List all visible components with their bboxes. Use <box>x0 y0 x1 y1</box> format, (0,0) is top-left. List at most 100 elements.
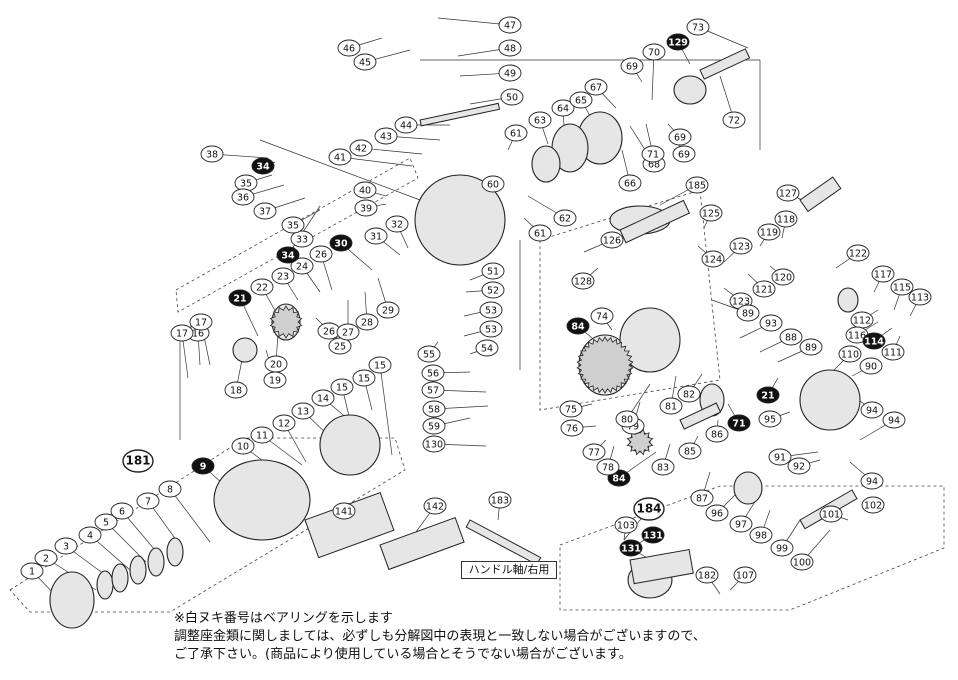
callout-21: 21 <box>756 386 780 404</box>
bail-wire-50 <box>419 102 501 127</box>
callout-number: 75 <box>565 405 577 416</box>
callout-bubble <box>668 128 692 146</box>
callout-number: 43 <box>380 132 392 143</box>
callout-number: 14 <box>317 394 329 405</box>
callout-bubble <box>727 414 751 432</box>
callout-bubble <box>677 385 701 403</box>
washer-note-continued: ご了承下さい。(商品により使用している場合とそうでない場合がございます。 <box>174 647 632 662</box>
callout-57: 57 <box>421 381 445 399</box>
callout-number: 92 <box>793 462 805 473</box>
callout-number: 65 <box>575 96 587 107</box>
callout-number: 53 <box>485 325 497 336</box>
main-gear-teeth <box>576 336 634 394</box>
callout-number: 94 <box>866 406 878 417</box>
callout-bubble <box>364 227 388 245</box>
callout-bubble <box>290 230 314 248</box>
callout-bubble <box>666 33 690 51</box>
callout-86: 86 <box>705 425 729 443</box>
callout-bubble <box>337 39 361 57</box>
callout-number: 82 <box>683 390 695 401</box>
callout-number: 22 <box>256 283 268 294</box>
callout-bubble <box>615 410 639 428</box>
callout-number: 39 <box>360 204 372 215</box>
callout-43: 43 <box>374 127 398 145</box>
callout-60: 60 <box>481 175 505 193</box>
bearing-note: ※白ヌキ番号はベアリングを示します <box>174 611 393 626</box>
callout-number: 67 <box>590 83 602 94</box>
callout-bubble <box>705 504 729 522</box>
callout-bubble <box>699 204 723 222</box>
callout-number: 94 <box>866 477 878 488</box>
callout-121: 121 <box>752 280 776 298</box>
body-stem-185 <box>619 199 691 244</box>
callout-78: 78 <box>596 458 620 476</box>
callout-bubble <box>479 320 503 338</box>
callout-number: 123 <box>732 242 750 253</box>
callout-40: 40 <box>353 181 377 199</box>
callout-bubble <box>328 148 352 166</box>
callout-36: 36 <box>231 188 255 206</box>
callout-bubble <box>352 369 376 387</box>
callout-number: 29 <box>382 306 394 317</box>
callout-45: 45 <box>353 53 377 71</box>
callout-number: 89 <box>805 343 817 354</box>
callout-bubble <box>498 64 522 82</box>
callout-number: 76 <box>566 424 578 435</box>
callout-bubble <box>421 364 445 382</box>
callout-99: 99 <box>770 539 794 557</box>
callout-number: 41 <box>334 153 346 164</box>
callout-90: 90 <box>859 357 883 375</box>
callout-bubble <box>758 410 782 428</box>
callout-number: 128 <box>574 277 592 288</box>
callout-number: 77 <box>588 448 600 459</box>
callout-number: 126 <box>603 236 621 247</box>
callout-number: 81 <box>665 402 677 413</box>
callout-bubble <box>231 437 255 455</box>
callout-bubble <box>54 537 78 555</box>
callout-100: 100 <box>790 553 814 571</box>
callout-number: 91 <box>774 453 786 464</box>
callout-bubble <box>291 402 315 420</box>
callout-bubble <box>566 317 590 335</box>
callout-bubble <box>890 278 914 296</box>
part-illustrations <box>49 48 861 629</box>
callout-34: 34 <box>251 157 275 175</box>
callout-number: 61 <box>534 229 546 240</box>
leader-line <box>437 17 511 26</box>
callout-number: 99 <box>776 544 788 555</box>
callout-bubble <box>170 324 194 342</box>
callout-14: 14 <box>311 389 335 407</box>
callout-number: 53 <box>485 306 497 317</box>
callout-number: 93 <box>765 319 777 330</box>
spool-skirt-cover <box>319 414 381 476</box>
callout-112: 112 <box>850 311 874 329</box>
callout-35: 35 <box>234 174 258 192</box>
callout-35: 35 <box>281 216 305 234</box>
spool-washer-stack-5 <box>147 547 165 577</box>
callout-111: 111 <box>881 343 905 361</box>
callout-113: 113 <box>908 288 932 306</box>
callout-number: 63 <box>534 116 546 127</box>
callout-number: 25 <box>334 342 346 353</box>
callout-114: 114 <box>862 332 886 350</box>
washer-note: 調整座金類に関しましては、必ずしも分解図中の表現と一致しない場合がございますので… <box>174 629 706 644</box>
callout-number: 68 <box>648 160 660 171</box>
callout-number: 18 <box>230 386 242 397</box>
callout-bubble <box>498 39 522 57</box>
callout-bubble <box>34 549 58 567</box>
callout-bubble <box>701 250 725 268</box>
callout-number: 181 <box>125 454 150 468</box>
callout-bubble <box>686 18 710 36</box>
callout-120: 120 <box>771 268 795 286</box>
callout-82: 82 <box>677 385 701 403</box>
pinion-gear-teeth <box>626 428 654 456</box>
callout-number: 121 <box>755 285 773 296</box>
callout-98: 98 <box>749 526 773 544</box>
callout-95: 95 <box>758 410 782 428</box>
callout-69: 69 <box>620 57 644 75</box>
callout-66: 66 <box>618 174 642 192</box>
callout-71: 71 <box>727 414 751 432</box>
callout-number: 28 <box>361 318 373 329</box>
callout-56: 56 <box>421 364 445 382</box>
